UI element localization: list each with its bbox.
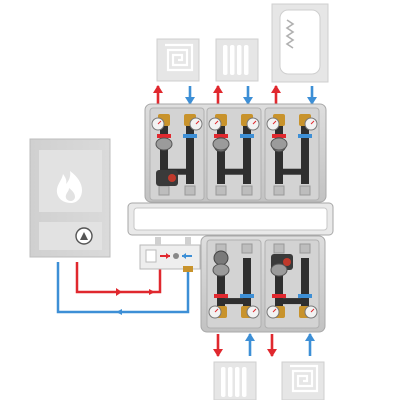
supply-pipe <box>160 126 168 184</box>
valve-handle <box>240 134 254 138</box>
return-arrow-down <box>307 86 317 105</box>
bypass-pipe <box>279 298 305 305</box>
pipe-connector <box>273 185 285 196</box>
return-pipe <box>243 126 251 184</box>
ball-valve <box>155 137 173 151</box>
supply-arrow-down <box>267 334 277 357</box>
pipe-connector <box>215 185 227 196</box>
valve-handle <box>272 134 286 138</box>
flame-icon <box>56 171 82 203</box>
pipe-connector <box>158 185 170 196</box>
pipe-connector <box>273 243 285 254</box>
bypass-pipe <box>221 168 247 175</box>
valve-handle <box>157 134 171 138</box>
pipe-connector <box>241 185 253 196</box>
hydraulic-separator <box>139 237 201 272</box>
pump-module <box>149 107 205 201</box>
return-arrow-down <box>185 86 195 105</box>
bottom-pump-modules <box>206 239 320 329</box>
floor-heating-icon <box>281 361 325 400</box>
ball-valve <box>212 263 230 277</box>
supply-arrow-up <box>271 85 281 104</box>
floor-heating-icon <box>156 38 200 82</box>
pipe-connector <box>241 243 253 254</box>
ball-valve <box>212 137 230 151</box>
valve-handle <box>298 294 312 298</box>
supply-pipe <box>275 258 283 312</box>
top-pump-modules <box>149 107 320 201</box>
supply-arrow-up <box>213 85 223 104</box>
boiler <box>29 138 111 258</box>
radiator-icon <box>213 361 257 400</box>
pump-module <box>264 107 320 201</box>
pump-module <box>206 107 262 201</box>
valve-handle <box>240 294 254 298</box>
bypass-pipe <box>221 298 247 305</box>
ball-valve <box>270 137 288 151</box>
supply-pipe <box>217 126 225 184</box>
return-arrow-up <box>305 333 315 356</box>
pump-indicator <box>283 258 291 266</box>
supply-arrow-down <box>213 334 223 357</box>
valve-handle <box>214 294 228 298</box>
top-consumer-icons <box>156 3 329 83</box>
ball-valve <box>270 263 288 277</box>
valve-handle <box>272 294 286 298</box>
hot-water-tank-icon <box>271 3 329 83</box>
return-pipe <box>186 126 194 184</box>
pump-icon <box>75 227 93 245</box>
valve-handle <box>183 134 197 138</box>
return-arrow-down <box>243 86 253 105</box>
return-pipe <box>243 258 251 312</box>
radiator-icon <box>215 38 259 82</box>
pump-indicator <box>168 174 176 182</box>
valve-handle <box>214 134 228 138</box>
mixing-valve <box>213 250 229 266</box>
pump-module <box>206 239 262 329</box>
return-pipe <box>301 258 309 312</box>
supply-pipe <box>217 258 225 312</box>
bottom-flow-arrows <box>213 333 315 357</box>
pump-module <box>264 239 320 329</box>
distribution-manifold <box>127 202 334 236</box>
circulation-pump <box>156 170 178 186</box>
supply-pipe <box>275 126 283 184</box>
pipe-connector <box>184 185 196 196</box>
pipe-connector <box>299 185 311 196</box>
bypass-pipe <box>279 168 305 175</box>
return-pipe <box>301 126 309 184</box>
pipe-connector <box>299 243 311 254</box>
valve-handle <box>298 134 312 138</box>
supply-arrow-up <box>153 85 163 104</box>
top-flow-arrows <box>153 85 317 105</box>
return-arrow-up <box>245 333 255 356</box>
boiler-return-pipe <box>56 262 200 315</box>
bottom-consumer-icons <box>213 361 325 400</box>
